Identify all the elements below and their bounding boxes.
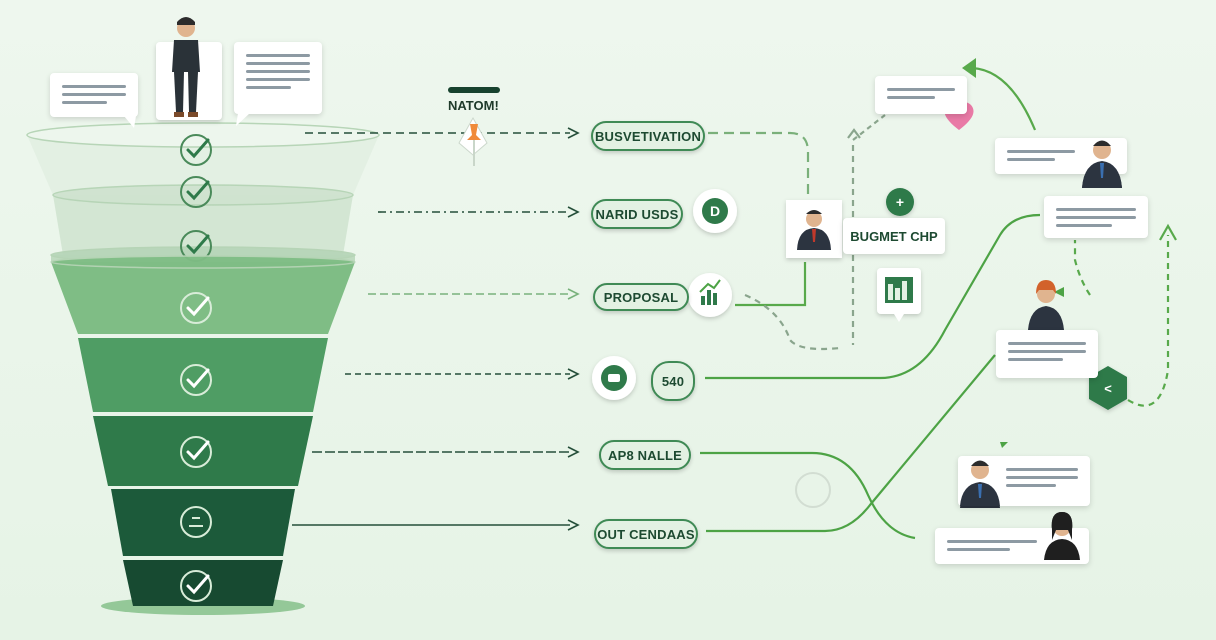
table-chart-icon (877, 268, 921, 322)
check-icon (186, 234, 210, 255)
check-icon (186, 296, 210, 317)
flow-line-negotiation (700, 451, 916, 540)
note-card-woman (996, 330, 1098, 378)
shield-icon (795, 472, 831, 508)
funnel-connectors (292, 127, 580, 531)
title-bar (448, 87, 500, 93)
hexagon-icon: < (1089, 366, 1127, 410)
flow-line-qualification (708, 131, 810, 195)
check-circle-icon (180, 436, 212, 468)
avatar-woman-top (1028, 280, 1064, 330)
pill-needs[interactable]: NARID USDS (591, 199, 683, 229)
check-circle-icon (180, 506, 212, 538)
flow-line-proposal-loop (744, 293, 841, 351)
connector-3-arrow (567, 288, 580, 300)
pill-value[interactable]: 540 (651, 361, 695, 401)
flow-line-right-loop (1073, 240, 1091, 296)
pill-negotiation[interactable]: AP8 NALLE (599, 440, 691, 470)
funnel-stage-6 (93, 416, 313, 486)
speech-card-right (234, 42, 322, 114)
flow-line-right-return-arrow (1159, 223, 1177, 241)
check-circle-icon (180, 364, 212, 396)
funnel-stage-4 (51, 262, 355, 334)
svg-text:+: + (896, 194, 904, 210)
funnel-stage-1 (27, 135, 379, 195)
flow-line-right-return (1127, 235, 1170, 407)
pill-proposal[interactable]: PROPOSAL (593, 283, 689, 311)
check-icon (186, 180, 210, 201)
avatar-budget (786, 200, 842, 258)
connector-2-arrow (567, 206, 580, 218)
flow-line-value (705, 213, 1041, 380)
connector-4-arrow (567, 368, 580, 380)
flow-line-outcomes (706, 354, 996, 533)
note-card-manager (995, 138, 1127, 174)
note-card-top (875, 76, 967, 114)
connector-5-arrow (567, 446, 580, 458)
budget-label: BUGMET CHP (850, 228, 938, 244)
note-card-woman-bottom (935, 528, 1089, 564)
pill-outcomes[interactable]: OUT CENDAAS (594, 519, 698, 549)
funnel-stage-2 (53, 195, 353, 255)
budget-card: BUGMET CHP (843, 218, 945, 254)
check-icon (186, 138, 210, 159)
funnel-stage-7 (111, 489, 295, 556)
check-circle-icon (180, 134, 212, 166)
speech-card-left (50, 73, 138, 117)
budget-plus-icon (886, 188, 914, 216)
page-title: NATOM! (448, 98, 499, 113)
funnel-rim-1 (26, 122, 380, 148)
connector-1-arrow (567, 127, 580, 139)
funnel (26, 122, 380, 606)
pill-side-icons: D (592, 189, 831, 508)
check-icon (186, 440, 210, 461)
pill-qualification[interactable]: BUSVETIVATION (591, 121, 705, 151)
check-circle-icon (180, 570, 212, 602)
funnel-rim-4 (50, 255, 356, 269)
flow-line-diag-dashed (852, 114, 886, 141)
hands-icon (189, 517, 203, 527)
pin-icon (458, 116, 488, 166)
svg-text:<: < (1104, 381, 1112, 396)
check-circle-icon (180, 292, 212, 324)
flow-line-top-loop-arrow (962, 58, 976, 78)
check-icon (186, 574, 210, 595)
svg-text:D: D (710, 203, 720, 219)
flow-line-node-arrow (847, 128, 861, 139)
check-icon (186, 368, 210, 389)
note-card-mid (1044, 196, 1148, 238)
check-circle-icon (180, 176, 212, 208)
note-card-man-bottom (958, 456, 1090, 506)
presenter (156, 17, 222, 120)
connector-6-arrow (567, 519, 580, 531)
flow-line-proposal-out (735, 262, 807, 307)
flow-lines (700, 58, 1177, 540)
arrow-markers (1000, 287, 1064, 448)
flow-line-top-loop (971, 66, 1037, 131)
